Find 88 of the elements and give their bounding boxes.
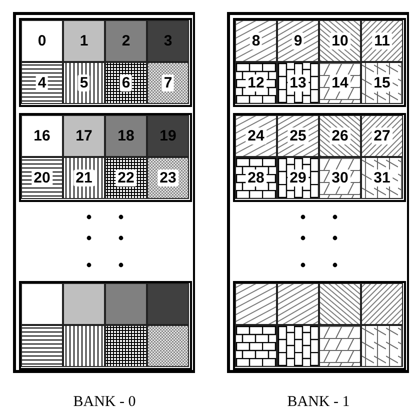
- cell-number: 2: [122, 32, 130, 50]
- memory-cell: [319, 20, 361, 62]
- memory-cell: [235, 283, 277, 325]
- bank-label: BANK - 1: [286, 394, 351, 411]
- memory-cell: [277, 20, 319, 62]
- cell-number: 21: [74, 170, 94, 186]
- memory-cell: [147, 157, 189, 199]
- memory-cell: [319, 283, 361, 325]
- memory-cell: [361, 325, 403, 367]
- cell-number: 10: [330, 32, 350, 50]
- memory-cell: [105, 20, 147, 62]
- cell-number: 23: [158, 170, 178, 186]
- memory-cell: [105, 283, 147, 325]
- memory-cell: [21, 115, 63, 157]
- cell-number: 3: [164, 32, 172, 50]
- cell-number: 8: [250, 32, 262, 50]
- memory-cell: [63, 20, 105, 62]
- memory-cell: [21, 20, 63, 62]
- memory-cell: [147, 325, 189, 367]
- bank-group-box: [233, 18, 406, 107]
- cell-number: 28: [246, 170, 266, 186]
- bank-group-box: [19, 281, 192, 370]
- cell-number: 12: [246, 74, 266, 92]
- memory-cell: [21, 283, 63, 325]
- memory-cell: [277, 157, 319, 199]
- cell-number: 20: [32, 170, 52, 186]
- cell-number: 24: [246, 128, 266, 144]
- cell-number: 5: [78, 74, 90, 92]
- cell-number: 22: [116, 170, 136, 186]
- memory-cell: [63, 62, 105, 104]
- memory-cell: [361, 62, 403, 104]
- cell-number: 7: [162, 74, 174, 92]
- memory-cell: [319, 325, 361, 367]
- memory-cell: [361, 157, 403, 199]
- memory-cell: [105, 62, 147, 104]
- memory-cell: [277, 62, 319, 104]
- memory-cell: [105, 115, 147, 157]
- memory-cell: [235, 62, 277, 104]
- memory-cell: [63, 115, 105, 157]
- memory-cell: [147, 283, 189, 325]
- cell-number: 29: [288, 170, 308, 186]
- memory-cell: [63, 325, 105, 367]
- memory-cell: [319, 157, 361, 199]
- bank-group-box: [233, 113, 406, 202]
- memory-cell: [63, 283, 105, 325]
- memory-cell: [235, 325, 277, 367]
- cell-number: 13: [288, 74, 308, 92]
- memory-cell: [235, 115, 277, 157]
- memory-cell: [361, 20, 403, 62]
- cell-number: 9: [292, 32, 304, 50]
- cell-number: 0: [38, 32, 46, 50]
- memory-cell: [21, 325, 63, 367]
- cell-number: 18: [118, 128, 134, 144]
- bank-group-box: [19, 113, 192, 202]
- memory-cell: [147, 62, 189, 104]
- memory-cell: [105, 157, 147, 199]
- cell-number: 26: [330, 128, 350, 144]
- cell-number: 15: [372, 74, 392, 92]
- bank-group-box: [19, 18, 192, 107]
- cell-number: 17: [76, 128, 92, 144]
- bank-group-box: [233, 281, 406, 370]
- bank-label: BANK - 0: [72, 394, 137, 411]
- memory-cell: [147, 20, 189, 62]
- cell-number: 4: [36, 74, 48, 92]
- cell-number: 1: [80, 32, 88, 50]
- memory-cell: [361, 283, 403, 325]
- cell-number: 14: [330, 74, 350, 92]
- memory-cell: [319, 62, 361, 104]
- cell-number: 16: [34, 128, 50, 144]
- memory-cell: [21, 62, 63, 104]
- memory-cell: [235, 157, 277, 199]
- memory-cell: [21, 157, 63, 199]
- cell-number: 6: [120, 74, 132, 92]
- memory-cell: [235, 20, 277, 62]
- cell-number: 30: [330, 170, 350, 186]
- memory-cell: [63, 157, 105, 199]
- memory-cell: [361, 115, 403, 157]
- cell-number: 25: [288, 128, 308, 144]
- memory-cell: [277, 283, 319, 325]
- cell-number: 31: [372, 170, 392, 186]
- memory-cell: [319, 115, 361, 157]
- cell-number: 11: [372, 32, 392, 50]
- cell-number: 27: [372, 128, 392, 144]
- memory-cell: [105, 325, 147, 367]
- memory-cell: [277, 115, 319, 157]
- cell-number: 19: [160, 128, 176, 144]
- memory-cell: [147, 115, 189, 157]
- memory-cell: [277, 325, 319, 367]
